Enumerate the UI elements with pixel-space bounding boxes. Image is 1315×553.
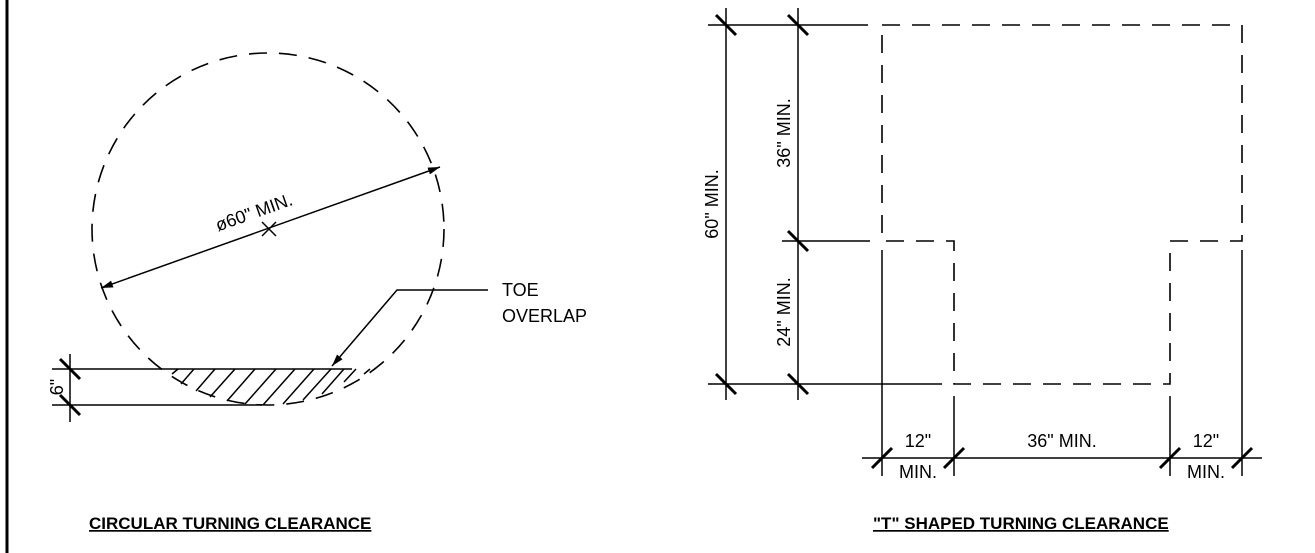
center-width-label: 36" MIN. <box>1027 431 1096 451</box>
left-width-label-bottom: MIN. <box>899 462 937 482</box>
toe-overlap-hatch <box>171 368 371 406</box>
upper-depth-label: 36" MIN. <box>774 98 794 167</box>
toe-overlap-label-line1: TOE <box>502 280 539 300</box>
center-mark <box>261 221 277 237</box>
diameter-label: ø60" MIN. <box>213 189 295 235</box>
toe-overlap-leader <box>331 289 488 367</box>
segment-depth-dimension <box>782 8 870 400</box>
overall-depth-dimension <box>708 8 942 400</box>
t-shape-clearance-diagram: 60" MIN. 36" MIN. 24" MIN. 12" MIN. 36" … <box>702 8 1262 533</box>
circular-title: CIRCULAR TURNING CLEARANCE <box>89 514 371 533</box>
toe-depth-label: 6" <box>47 379 67 395</box>
left-width-label-top: 12" <box>905 431 931 451</box>
turning-circle <box>91 52 445 406</box>
t-shape-title: "T" SHAPED TURNING CLEARANCE <box>873 514 1169 533</box>
right-width-label-bottom: MIN. <box>1187 462 1225 482</box>
t-shape-outline <box>881 24 1243 385</box>
toe-overlap-label-line2: OVERLAP <box>502 306 587 326</box>
circular-clearance-diagram: ø60" MIN. TOE OVERLAP 6" <box>47 52 587 533</box>
toe-depth-dimension <box>52 354 352 422</box>
lower-depth-label: 24" MIN. <box>774 277 794 346</box>
overall-depth-label: 60" MIN. <box>702 169 722 238</box>
width-dimension <box>862 250 1262 476</box>
right-width-label-top: 12" <box>1193 431 1219 451</box>
